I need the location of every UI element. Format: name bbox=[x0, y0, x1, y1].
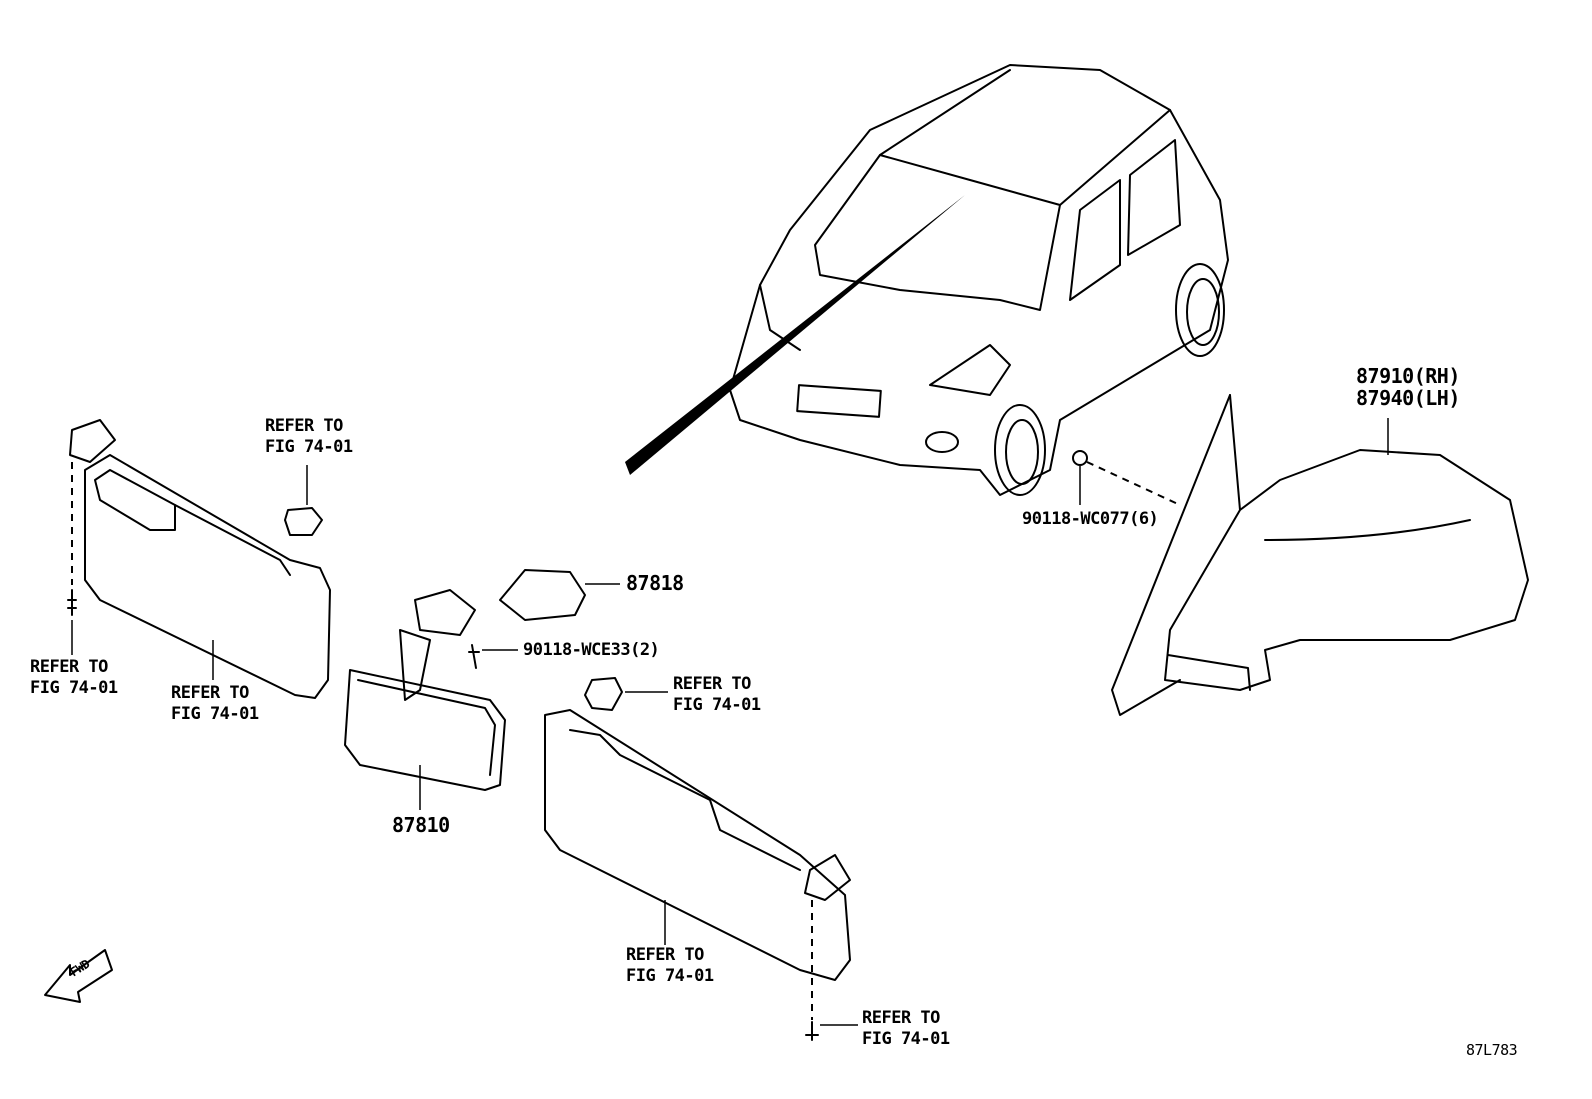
figure-code: 87L783 bbox=[1466, 1041, 1518, 1059]
left-sun-visor-illustration bbox=[67, 419, 331, 699]
part-label-90118-wc077[interactable]: 90118-WC077(6) bbox=[1022, 509, 1159, 529]
refer-fig: FIG 74-01 bbox=[171, 704, 259, 724]
part-label-90118-wce33[interactable]: 90118-WCE33(2) bbox=[523, 640, 660, 660]
part-label-87818[interactable]: 87818 bbox=[626, 571, 684, 595]
refer-fig: FIG 74-01 bbox=[265, 437, 353, 457]
refer-fig: FIG 74-01 bbox=[626, 966, 714, 986]
part-label-87910-rh[interactable]: 87910(RH) bbox=[1356, 364, 1460, 388]
outer-mirror-illustration bbox=[1072, 394, 1529, 716]
refer-fig: FIG 74-01 bbox=[862, 1029, 950, 1049]
refer-line: REFER TO bbox=[171, 683, 249, 703]
vehicle-illustration bbox=[625, 64, 1229, 496]
fwd-arrow-icon bbox=[44, 949, 113, 1003]
part-label-87810[interactable]: 87810 bbox=[392, 813, 450, 837]
refer-fig: FIG 74-01 bbox=[673, 695, 761, 715]
right-sun-visor-illustration bbox=[544, 677, 858, 1041]
part-label-87940-lh[interactable]: 87940(LH) bbox=[1356, 386, 1460, 410]
inner-mirror-illustration bbox=[344, 569, 620, 810]
refer-line: REFER TO bbox=[862, 1008, 940, 1028]
refer-line: REFER TO bbox=[626, 945, 704, 965]
refer-fig: FIG 74-01 bbox=[30, 678, 118, 698]
refer-line: REFER TO bbox=[673, 674, 751, 694]
refer-line: REFER TO bbox=[30, 657, 108, 677]
refer-line: REFER TO bbox=[265, 416, 343, 436]
